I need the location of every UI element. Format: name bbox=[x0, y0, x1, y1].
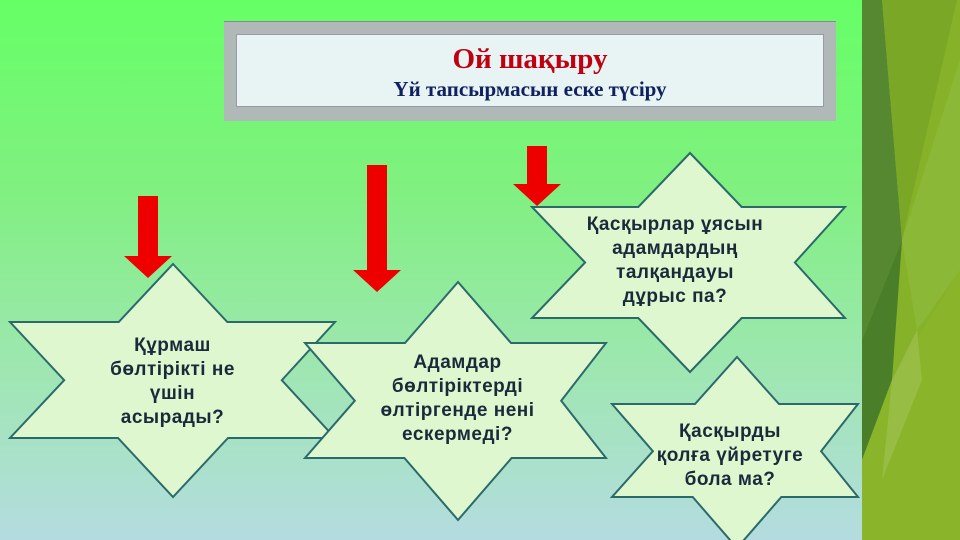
star-text-line: Құрмаш bbox=[134, 335, 211, 356]
star-text-line: ескермеді? bbox=[402, 424, 513, 445]
star-1-text: Құрмаш бөлтірікті не үшін асырады? bbox=[60, 334, 285, 430]
star-text-line: Қасқырды bbox=[679, 421, 781, 442]
star-text-line: үшін bbox=[149, 383, 196, 404]
star-shape-2 bbox=[302, 280, 609, 522]
star-text-line: бола ма? bbox=[684, 469, 776, 490]
down-arrow-icon-1 bbox=[124, 196, 172, 278]
down-arrow-icon-2 bbox=[353, 165, 401, 292]
star-text-line: Қасқырлар ұясын bbox=[586, 214, 764, 235]
star-3-text: Қасқырлар ұясын адамдардың талқандауы дұ… bbox=[560, 213, 790, 309]
star-2-text: Адамдар бөлтіріктерді өлтіргенде нені ес… bbox=[345, 351, 570, 447]
star-text-line: өлтіргенде нені bbox=[380, 400, 535, 421]
slide-title: Ой шақыру bbox=[452, 43, 608, 75]
star-text-line: бөлтіріктерді bbox=[391, 376, 524, 397]
star-shape-3 bbox=[529, 151, 848, 374]
star-text-line: Адамдар bbox=[413, 352, 502, 373]
star-shape-1 bbox=[7, 262, 338, 499]
star-text-line: бөлтірікті не bbox=[110, 359, 235, 380]
star-text-line: талқандауы bbox=[616, 262, 734, 283]
star-4-text: Қасқырды қолға үйретуге бола ма? bbox=[630, 420, 830, 492]
down-arrow-icon-3 bbox=[513, 146, 561, 206]
star-text-line: адамдардың bbox=[612, 238, 738, 259]
decorative-side-panel bbox=[862, 0, 960, 540]
slide-subtitle: Үй тапсырмасын еске түсіру bbox=[393, 77, 667, 101]
star-text-line: қолға үйретуге bbox=[656, 445, 804, 466]
title-box: Ой шақыру Үй тапсырмасын еске түсіру bbox=[224, 21, 836, 121]
star-text-line: дұрыс па? bbox=[622, 286, 728, 307]
star-shape-4 bbox=[609, 355, 861, 540]
star-text-line: асырады? bbox=[120, 407, 225, 428]
diagram-shapes bbox=[7, 146, 861, 540]
